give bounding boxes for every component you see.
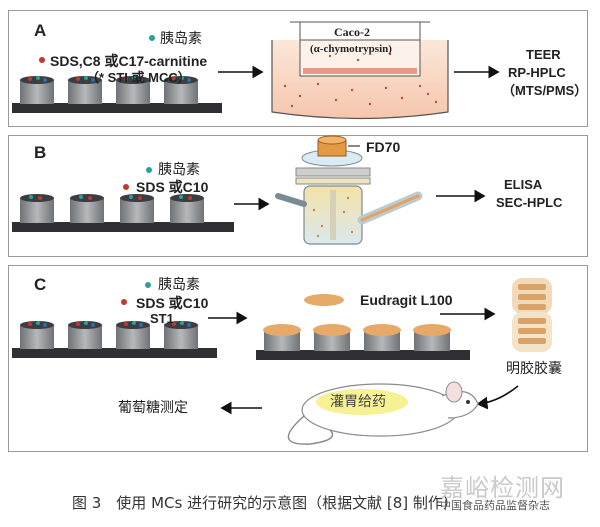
mc-cup [68,76,102,104]
capsule-label: 明胶胶囊 [506,361,562,377]
caption-text: 图 3 使用 MCs 进行研究的示意图（根据文献 [8] 制作） [72,494,458,512]
enhancer-label-b: SDS 或C10 [136,179,209,195]
fd70-label: FD70 [366,139,401,155]
output-b-1: ELISA [504,177,543,192]
glucose-assay-label: 葡萄糖测定 [118,400,188,416]
output-b-2: SEC-HPLC [496,195,563,210]
watermark: 嘉峪检测网 [440,474,565,502]
insulin-label-c: 胰岛素 [158,277,200,293]
mc-array-a [12,76,222,113]
coating-label: Eudragit L100 [360,292,453,308]
mc-cup [164,76,198,104]
caco2-subtitle: (α-chymotrypsin) [310,43,392,55]
gavage-label: 灌胃给药 [330,394,386,410]
inhibitor-label-a: （* STI 或 MCC） [86,70,191,85]
output-a-3: （MTS/PMS） [502,83,588,98]
arrow-c3 [476,385,519,410]
insulin-dot-icon [146,167,152,173]
caco2-title: Caco-2 [334,25,370,39]
insulin-label-b: 胰岛素 [158,162,200,178]
insulin-dot-icon [149,35,155,41]
mc-cup [20,76,54,104]
figure-caption: 图 3 使用 MCs 进行研究的示意图（根据文献 [8] 制作） 中国食品药品监… [0,486,600,520]
enhancer-dot-icon [121,299,127,305]
mc-array-c [12,321,217,358]
gelatin-capsule-icon [512,278,552,352]
rat-icon [287,381,479,445]
mc-cup [116,76,150,104]
diffusion-cell [275,135,423,245]
enhancer-dot-icon [39,57,45,63]
mc-array-b [12,194,234,232]
coating-blob [304,294,344,306]
enhancer-label-c: SDS 或C10 [136,295,209,311]
mc-array-coated [256,324,470,360]
output-a-1: TEER [526,47,561,62]
insulin-dot-icon [145,282,151,288]
caco2-transwell [271,21,449,120]
enhancer-label-a: SDS,C8 或C17-carnitine [50,53,208,69]
output-a-2: RP-HPLC [508,65,566,80]
inhibitor-label-c: ST1 [150,311,174,326]
panel-c-letter: C [34,275,47,294]
panel-b-letter: B [34,143,47,162]
caption-source: 中国食品药品监督杂志 [440,499,550,512]
enhancer-dot-icon [123,184,129,190]
insulin-label-a: 胰岛素 [160,31,202,47]
panel-b [8,135,588,257]
panel-a-letter: A [34,21,47,40]
